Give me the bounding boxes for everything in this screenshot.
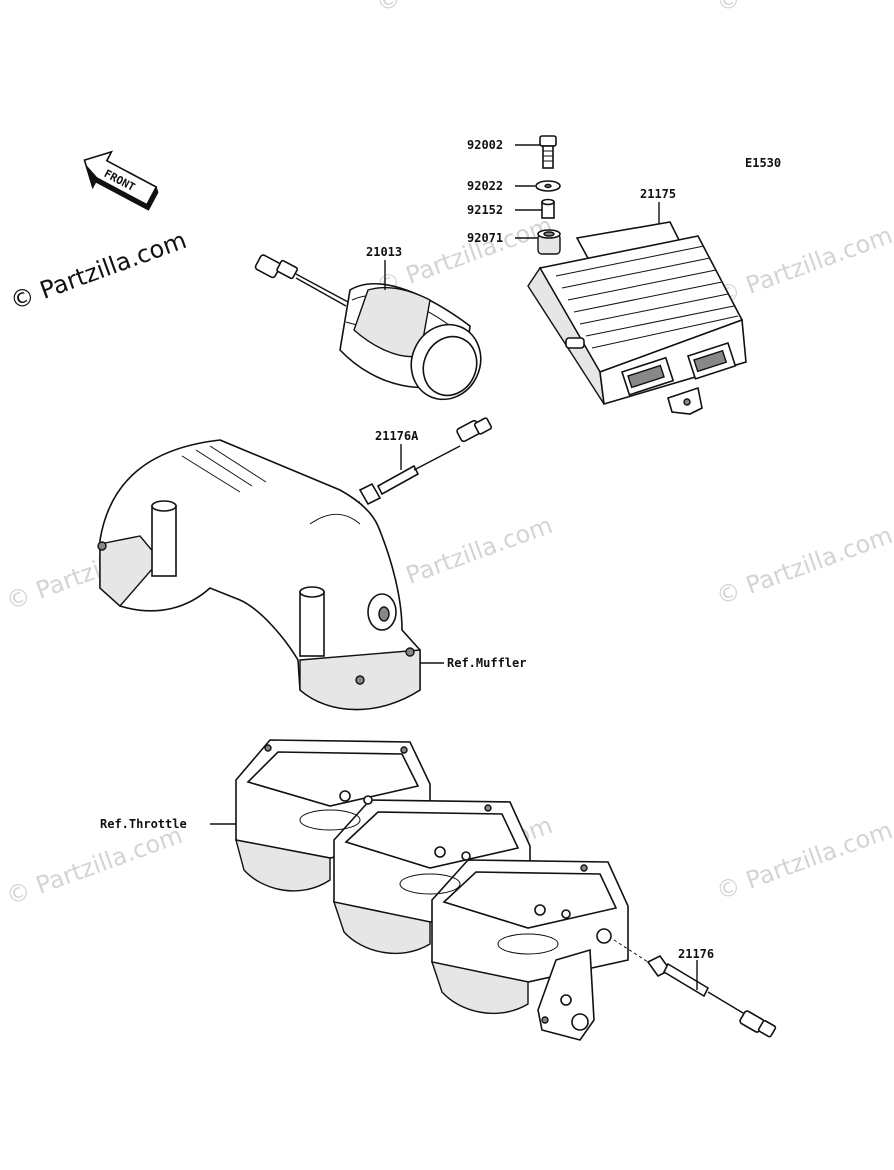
exhaust-manifold <box>97 439 421 711</box>
watermark: © Partzilla.com <box>372 511 556 601</box>
watermark: © Partzilla.com <box>712 0 894 18</box>
watermark: © Partzilla.com <box>712 816 894 906</box>
grommet-92071 <box>537 229 561 255</box>
part-label-21176: 21176 <box>678 947 714 961</box>
part-label-21013: 21013 <box>366 245 402 259</box>
part-label-21176A: 21176A <box>375 429 419 443</box>
collar-92152 <box>541 198 555 219</box>
sensor-21013 <box>254 254 482 401</box>
partzilla-watermark: © Partzilla.com <box>6 226 190 316</box>
ref-label-muffler: Ref.Muffler <box>447 656 526 670</box>
ref-label-throttle: Ref.Throttle <box>100 817 187 831</box>
watermark: © Partzilla.com <box>2 821 186 911</box>
front-arrow-icon: FRONT <box>83 150 159 211</box>
watermarks: © Partzilla.com © Partzilla.com © Partzi… <box>2 0 894 911</box>
throttle-body-assembly <box>235 739 629 1041</box>
part-label-21175: 21175 <box>640 187 676 201</box>
watermark: © Partzilla.com <box>372 0 556 18</box>
part-label-92022: 92022 <box>467 179 503 193</box>
watermark: © Partzilla.com <box>712 221 894 311</box>
part-label-92071: 92071 <box>467 231 503 245</box>
watermark: © Partzilla.com <box>712 521 894 611</box>
bolt-92002 <box>539 135 557 169</box>
diagram-code: E1530 <box>745 156 781 170</box>
part-label-92152: 92152 <box>467 203 503 217</box>
ecu-unit-21175 <box>527 221 747 415</box>
part-label-92002: 92002 <box>467 138 503 152</box>
washer-92022 <box>535 180 561 192</box>
temp-sensor-21176A <box>351 417 493 507</box>
